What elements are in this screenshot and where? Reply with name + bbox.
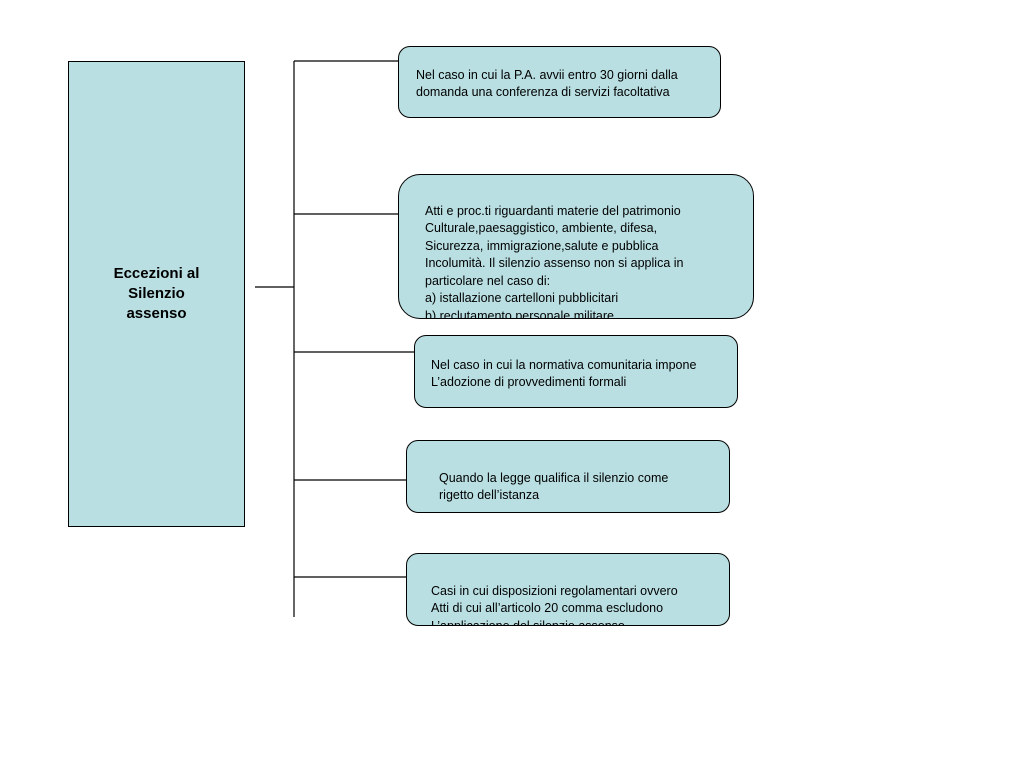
- exception-text-4: Quando la legge qualifica il silenzio co…: [439, 470, 669, 503]
- exception-text-3: Nel caso in cui la normativa comunitaria…: [431, 357, 697, 390]
- exception-box-2: Atti e proc.ti riguardanti materie del p…: [398, 174, 754, 319]
- main-topic-title: Eccezioni al Silenzio assenso: [113, 265, 200, 322]
- exception-text-2: Atti e proc.ti riguardanti materie del p…: [425, 203, 684, 319]
- main-topic-box: Eccezioni al Silenzio assenso: [68, 61, 245, 527]
- exception-box-4: Quando la legge qualifica il silenzio co…: [406, 440, 730, 513]
- exception-text-5: Casi in cui disposizioni regolamentari o…: [431, 583, 678, 626]
- exception-box-5: Casi in cui disposizioni regolamentari o…: [406, 553, 730, 626]
- exception-text-1: Nel caso in cui la P.A. avvii entro 30 g…: [416, 67, 678, 100]
- exception-box-1: Nel caso in cui la P.A. avvii entro 30 g…: [398, 46, 721, 118]
- exception-box-3: Nel caso in cui la normativa comunitaria…: [414, 335, 738, 408]
